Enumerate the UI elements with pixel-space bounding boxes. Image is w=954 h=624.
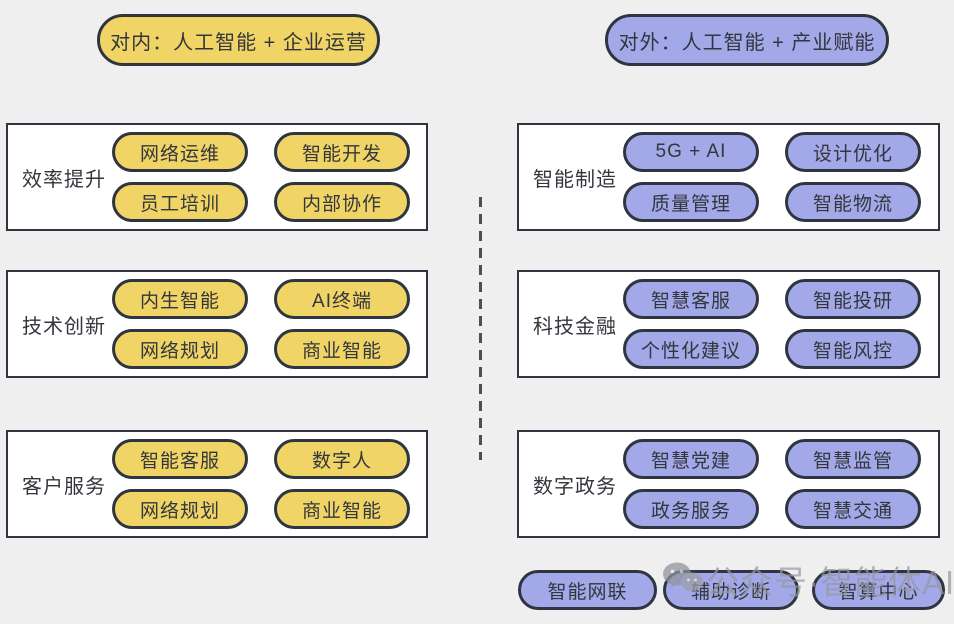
pill-item: AI终端 — [274, 279, 410, 319]
pill-item: 智算中心 — [812, 570, 945, 610]
pill-item: 网络规划 — [112, 489, 248, 529]
pill-item: 员工培训 — [112, 182, 248, 222]
pill-item: 智能网联 — [518, 570, 657, 610]
external-header-label: 对外：人工智能 + 产业赋能 — [618, 31, 876, 54]
group-label: 技术创新 — [22, 315, 106, 338]
pill-item: 商业智能 — [274, 329, 410, 369]
dashed-divider-line — [479, 197, 482, 460]
pill-grid: 智慧党建 智慧监管 政务服务 智慧交通 — [623, 439, 921, 529]
group-box-tech-innovation: 技术创新 内生智能 AI终端 网络规划 商业智能 — [6, 270, 428, 378]
pill-item: 智慧党建 — [623, 439, 759, 479]
pill-grid: 智慧客服 智能投研 个性化建议 智能风控 — [623, 279, 921, 369]
pill-item: 数字人 — [274, 439, 410, 479]
pill-item: 智能风控 — [785, 329, 921, 369]
pill-item: 智慧客服 — [623, 279, 759, 319]
pill-item: 内生智能 — [112, 279, 248, 319]
pill-item: 设计优化 — [785, 132, 921, 172]
pill-item: 商业智能 — [274, 489, 410, 529]
pill-item: 智能客服 — [112, 439, 248, 479]
pill-item: 智慧交通 — [785, 489, 921, 529]
group-box-digital-government: 数字政务 智慧党建 智慧监管 政务服务 智慧交通 — [517, 430, 940, 538]
group-label: 效率提升 — [22, 168, 106, 191]
group-box-customer-service: 客户服务 智能客服 数字人 网络规划 商业智能 — [6, 430, 428, 538]
pill-item: 政务服务 — [623, 489, 759, 529]
group-box-fintech: 科技金融 智慧客服 智能投研 个性化建议 智能风控 — [517, 270, 940, 378]
pill-grid: 智能客服 数字人 网络规划 商业智能 — [112, 439, 410, 529]
internal-header-pill: 对内：人工智能 + 企业运营 — [97, 14, 380, 66]
pill-item: 内部协作 — [274, 182, 410, 222]
pill-item: 质量管理 — [623, 182, 759, 222]
pill-item: 网络运维 — [112, 132, 248, 172]
external-header-pill: 对外：人工智能 + 产业赋能 — [605, 14, 889, 66]
group-label: 客户服务 — [22, 475, 106, 498]
group-label: 数字政务 — [533, 475, 617, 498]
group-label: 智能制造 — [533, 168, 617, 191]
pill-item: 智能物流 — [785, 182, 921, 222]
pill-item: 智能开发 — [274, 132, 410, 172]
pill-item: 智慧监管 — [785, 439, 921, 479]
pill-item: 辅助诊断 — [663, 570, 799, 610]
group-box-smart-manufacturing: 智能制造 5G + AI 设计优化 质量管理 智能物流 — [517, 123, 940, 231]
internal-header-label: 对内：人工智能 + 企业运营 — [110, 31, 367, 54]
group-box-efficiency: 效率提升 网络运维 智能开发 员工培训 内部协作 — [6, 123, 428, 231]
group-label: 科技金融 — [533, 315, 617, 338]
pill-item: 5G + AI — [623, 132, 759, 172]
pill-grid: 网络运维 智能开发 员工培训 内部协作 — [112, 132, 410, 222]
pill-item: 智能投研 — [785, 279, 921, 319]
pill-item: 网络规划 — [112, 329, 248, 369]
pill-grid: 内生智能 AI终端 网络规划 商业智能 — [112, 279, 410, 369]
pill-item: 个性化建议 — [623, 329, 759, 369]
pill-grid: 5G + AI 设计优化 质量管理 智能物流 — [623, 132, 921, 222]
